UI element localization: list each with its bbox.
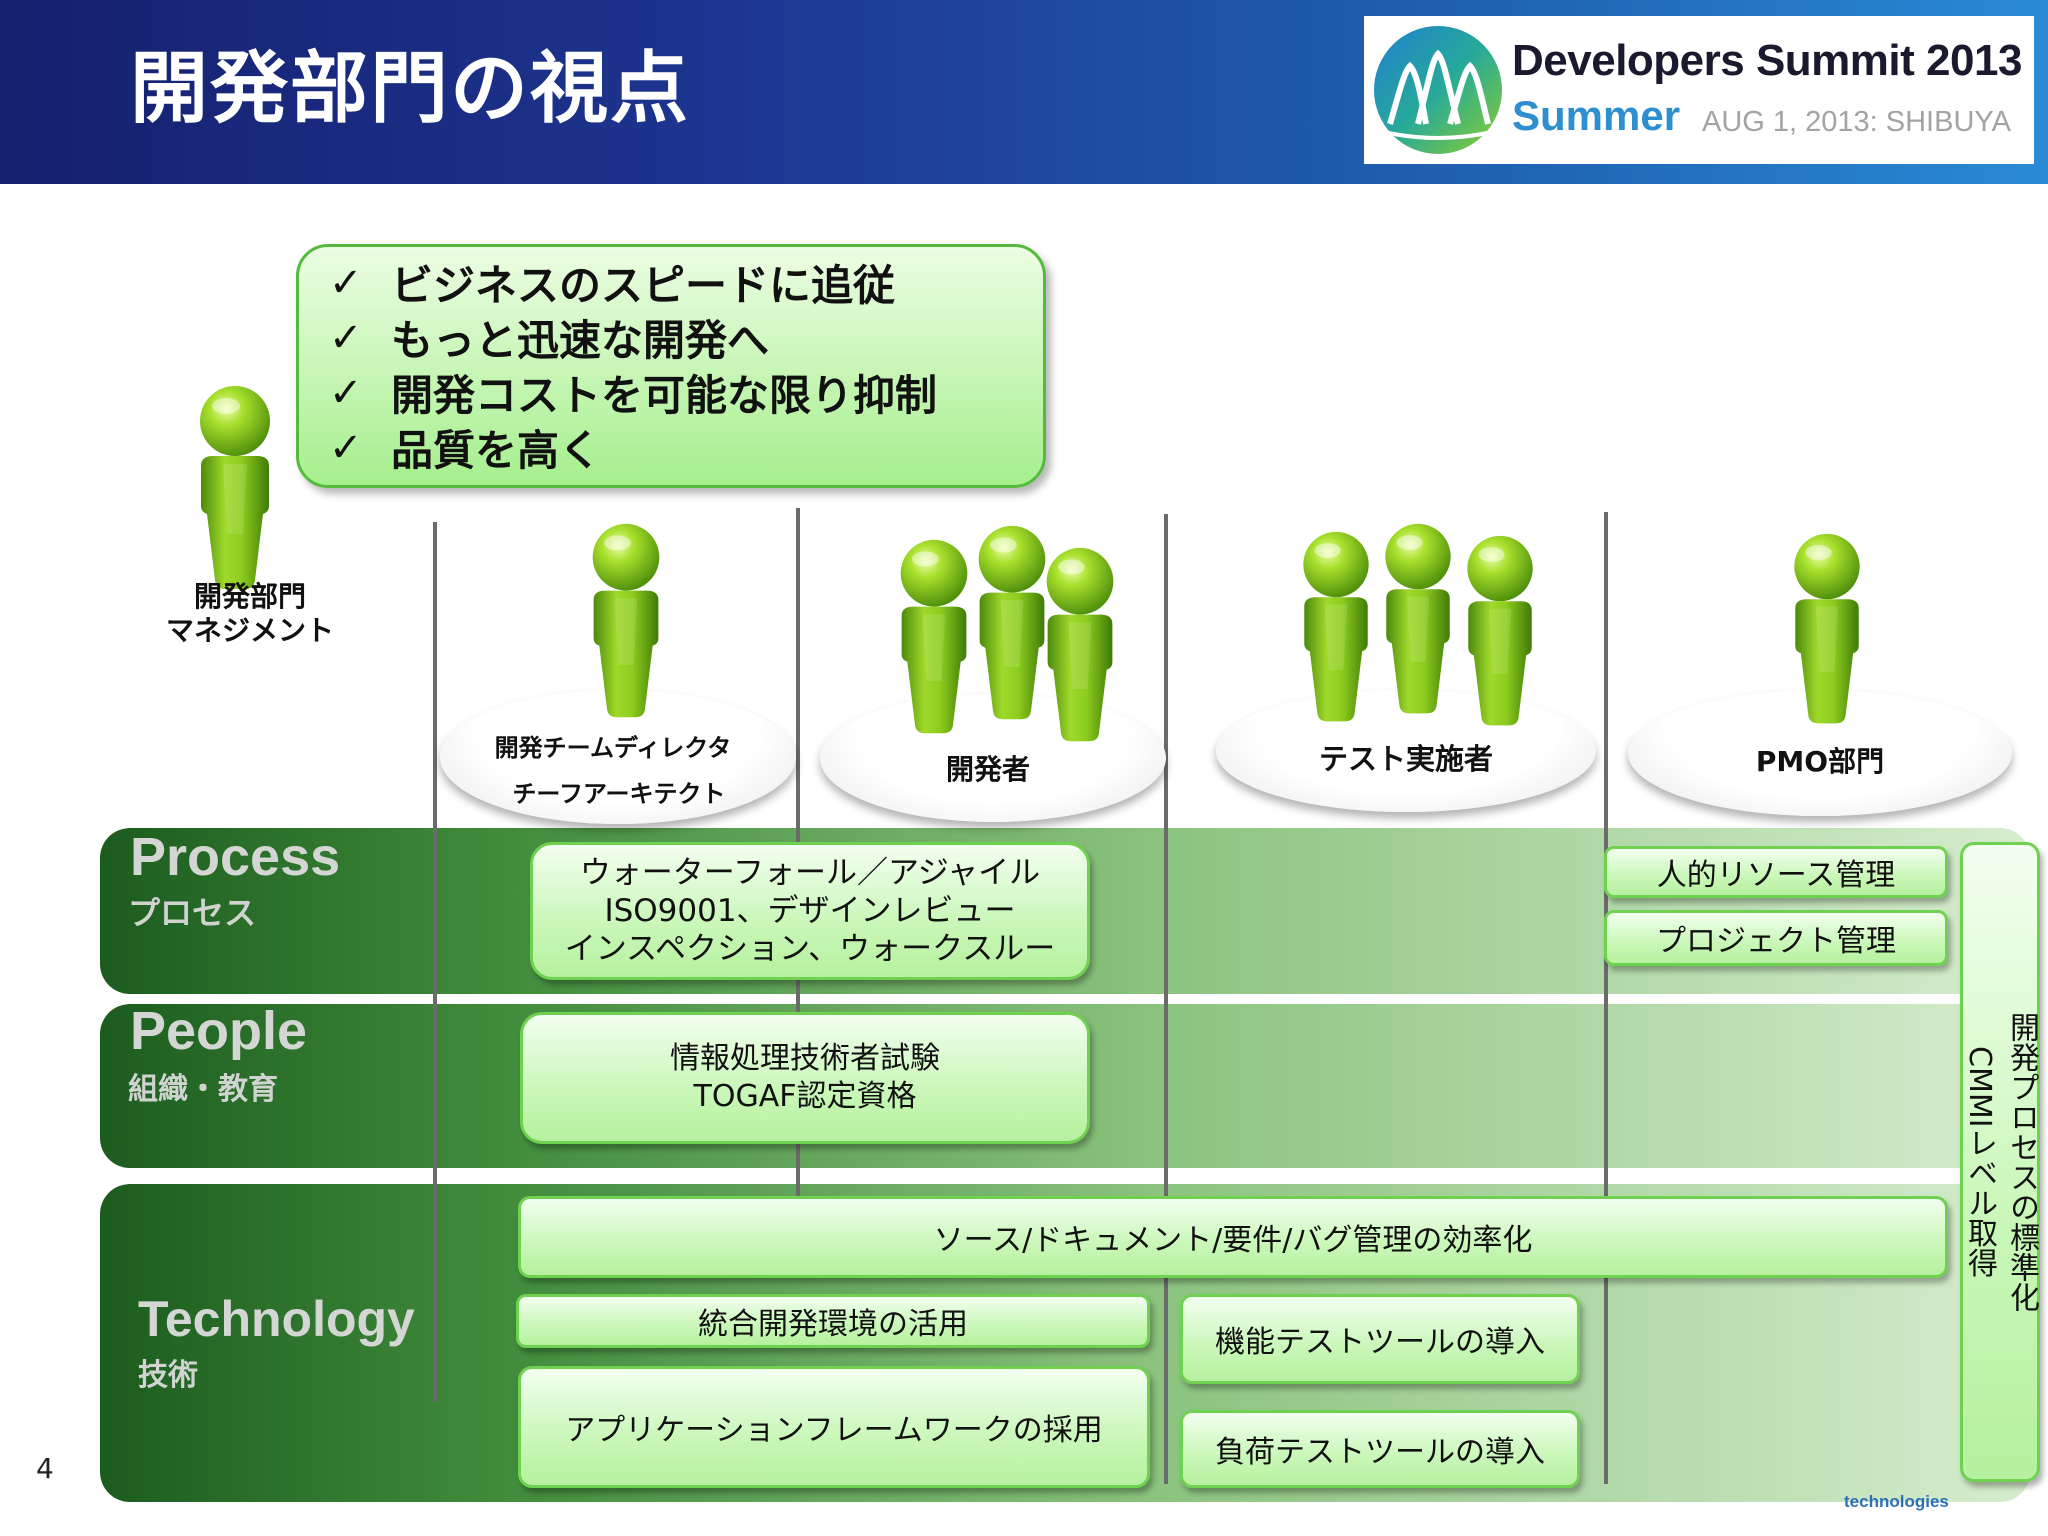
management-label-line1: 開発部門 — [193, 580, 306, 613]
director-person-icon — [586, 522, 666, 722]
page-number: 4 — [36, 1452, 54, 1485]
process-subtitle: プロセス — [128, 894, 257, 932]
management-label: 開発部門 マネジメント — [150, 580, 350, 648]
framework-label: アプリケーションフレームワークの採用 — [565, 1413, 1103, 1448]
manager-person-icon — [192, 384, 278, 594]
certification-box: 情報処理技術者試験 TOGAF認定資格 — [520, 1012, 1090, 1144]
goals-callout: ✓ ビジネスのスピードに追従 ✓ もっと迅速な開発へ ✓ 開発コストを可能な限り… — [296, 244, 1046, 488]
column-divider — [433, 522, 437, 1402]
goal-item: ✓ ビジネスのスピードに追従 — [329, 255, 1043, 311]
people-title: People — [130, 1001, 308, 1061]
process-methods-line1: ウォーターフォール／アジャイル — [579, 855, 1041, 891]
project-management-box: プロジェクト管理 — [1604, 910, 1948, 966]
director-label-line2: チーフアーキテクト — [512, 780, 726, 808]
load-test-box: 負荷テストツールの導入 — [1180, 1410, 1580, 1488]
event-logo: Developers Summit 2013 Summer AUG 1, 201… — [1364, 16, 2034, 164]
certification-line2: TOGAF認定資格 — [693, 1079, 917, 1114]
goal-text: 開発コストを可能な限り抑制 — [391, 371, 938, 420]
pmo-label: PMO部門 — [1755, 745, 1885, 778]
footer-logo: technologies — [1844, 1492, 1949, 1511]
check-icon: ✓ — [329, 259, 363, 306]
slide-title: 開発部門の視点 — [130, 44, 691, 134]
developer-person-icon — [1040, 546, 1120, 746]
goal-text: 品質を高く — [391, 426, 602, 475]
efficiency-box: ソース/ドキュメント/要件/バグ管理の効率化 — [518, 1196, 1948, 1278]
event-name: Developers Summit 2013 — [1512, 36, 2022, 85]
director-label-line1: 開発チームディレクタ — [494, 734, 732, 762]
standardization-box: CMMIレベル取得 開発プロセスの標準化 — [1960, 842, 2040, 1482]
summit-logo-icon — [1374, 26, 1502, 154]
ide-label: 統合開発環境の活用 — [698, 1307, 968, 1342]
people-subtitle: 組織・教育 — [128, 1072, 278, 1107]
resource-management-label: 人的リソース管理 — [1656, 858, 1896, 893]
standardization-line1: 開発プロセスの標準化 — [2004, 1012, 2039, 1312]
process-title: Process — [130, 827, 341, 887]
management-label-line2: マネジメント — [165, 614, 334, 647]
check-icon: ✓ — [329, 314, 363, 361]
event-season: Summer — [1512, 92, 1681, 139]
standardization-line2: CMMIレベル取得 — [1962, 1046, 1997, 1278]
check-icon: ✓ — [329, 424, 363, 471]
project-management-label: プロジェクト管理 — [1656, 924, 1896, 959]
resource-management-box: 人的リソース管理 — [1604, 846, 1948, 898]
column-divider — [1604, 512, 1608, 1484]
load-test-label: 負荷テストツールの導入 — [1215, 1435, 1545, 1470]
tester-person-icon — [1460, 534, 1540, 730]
functional-test-box: 機能テストツールの導入 — [1180, 1294, 1580, 1384]
process-methods-line2: ISO9001、デザインレビュー — [604, 893, 1016, 929]
tester-person-icon — [1296, 530, 1376, 726]
pmo-person-icon — [1788, 532, 1866, 728]
technology-subtitle: 技術 — [138, 1358, 198, 1393]
goal-item: ✓ 開発コストを可能な限り抑制 — [329, 365, 1043, 421]
developer-person-icon — [894, 538, 974, 738]
technology-title: Technology — [138, 1291, 415, 1347]
goal-item: ✓ 品質を高く — [329, 420, 1043, 476]
testers-label: テスト実施者 — [1318, 742, 1493, 776]
process-methods-line3: インスペクション、ウォークスルー — [564, 931, 1056, 967]
certification-line1: 情報処理技術者試験 — [670, 1041, 940, 1076]
developers-plate — [820, 694, 1166, 822]
functional-test-label: 機能テストツールの導入 — [1215, 1325, 1545, 1360]
process-methods-box: ウォーターフォール／アジャイル ISO9001、デザインレビュー インスペクショ… — [530, 842, 1090, 980]
tester-person-icon — [1378, 522, 1458, 718]
framework-box: アプリケーションフレームワークの採用 — [518, 1366, 1150, 1488]
event-date: AUG 1, 2013: SHIBUYA — [1702, 106, 2011, 138]
slide-header: 開発部門の視点 Developers Summit 2013 Summer AU… — [0, 0, 2048, 184]
goal-item: ✓ もっと迅速な開発へ — [329, 310, 1043, 366]
goal-text: ビジネスのスピードに追従 — [391, 261, 896, 310]
efficiency-label: ソース/ドキュメント/要件/バグ管理の効率化 — [933, 1223, 1533, 1258]
ide-box: 統合開発環境の活用 — [516, 1294, 1150, 1348]
column-divider — [1164, 514, 1168, 1484]
goal-text: もっと迅速な開発へ — [391, 316, 770, 365]
check-icon: ✓ — [329, 369, 363, 416]
developers-label: 開発者 — [945, 753, 1030, 786]
